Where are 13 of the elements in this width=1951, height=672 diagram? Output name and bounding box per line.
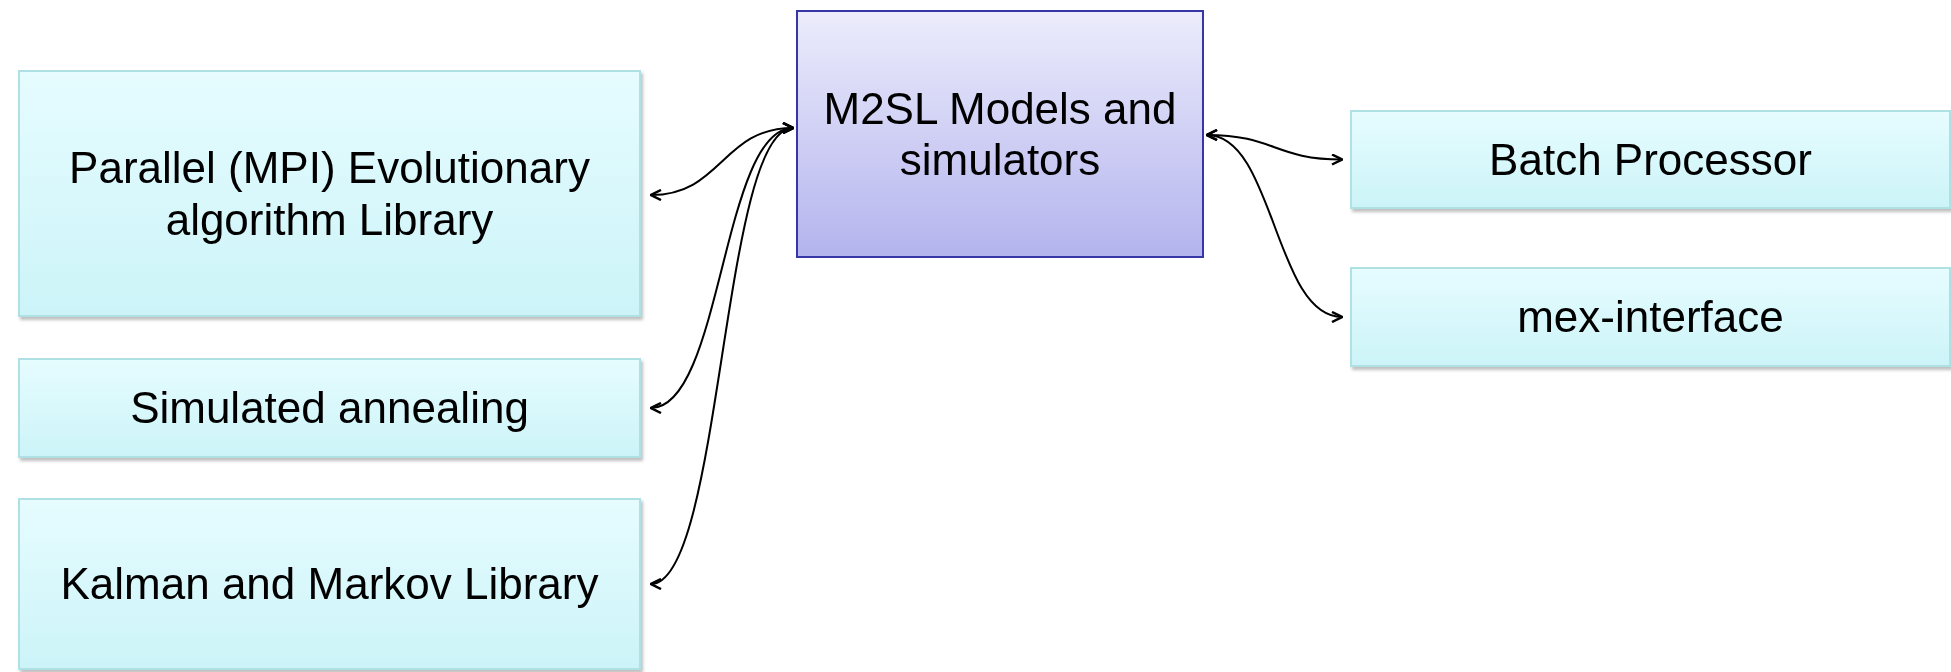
box-label: M2SL Models and simulators [822,82,1178,186]
box-label: mex-interface [1517,291,1784,343]
module-box [1350,110,1951,209]
box-label: Simulated annealing [130,382,529,434]
box-label: Parallel (MPI) Evolutionary algorithm Library [68,142,591,245]
box-label: Batch Processor [1489,133,1812,186]
module-box [18,498,641,670]
curved-arrow [1205,131,1344,321]
module-box [1350,267,1951,367]
module-box [18,358,641,458]
central-box [796,10,1204,258]
module-box [18,70,641,317]
box-label: Kalman and Markov Library [60,558,599,610]
